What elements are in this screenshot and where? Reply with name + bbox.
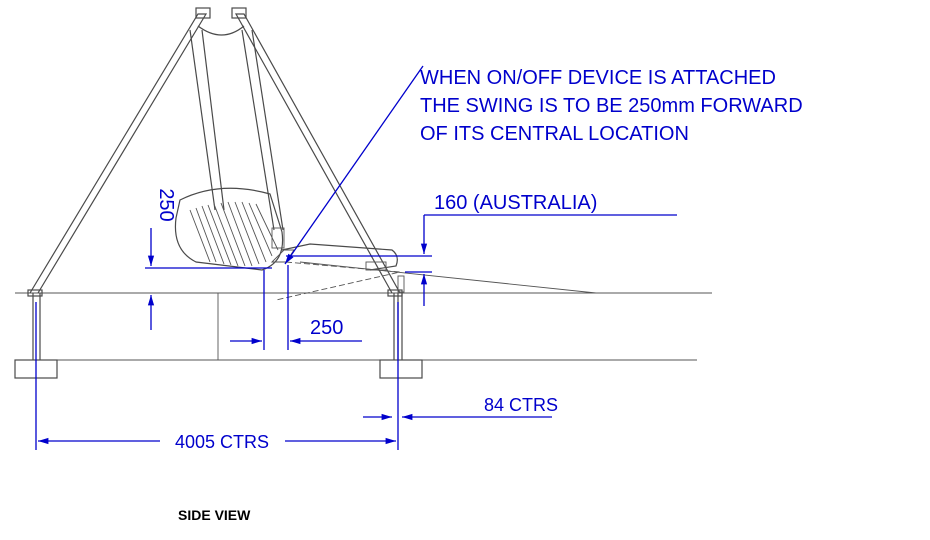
view-title: SIDE VIEW (178, 507, 251, 523)
note-leader (284, 65, 424, 265)
a-frame (27, 7, 403, 297)
top-hanger-arc (197, 25, 245, 36)
device-bracket (271, 227, 285, 249)
footings (14, 293, 423, 379)
device-stop (397, 275, 405, 293)
left-leg (29, 13, 208, 294)
note-line-2: THE SWING IS TO BE 250mm FORWARD (420, 95, 803, 117)
right-footing (379, 359, 423, 379)
note-line-1: WHEN ON/OFF DEVICE IS ATTACHED (420, 67, 776, 89)
australia-label: 160 (AUSTRALIA) (434, 192, 597, 214)
swing (174, 25, 285, 271)
rear-hanger (241, 29, 284, 231)
device-pivot (365, 261, 387, 271)
frame-span-label: 4005 CTRS (175, 432, 269, 452)
dim-frame-span: 4005 CTRS (35, 302, 399, 452)
ground-lines (15, 292, 712, 361)
seat-ribs-inner (195, 201, 273, 267)
device-ramp-line (299, 261, 597, 294)
forward-offset-label: 250 (310, 317, 343, 339)
front-hanger (189, 29, 225, 211)
left-top-bracket (195, 7, 211, 19)
dim-seat-height: 250 (145, 188, 272, 330)
on-off-device (270, 243, 597, 301)
note-block: WHEN ON/OFF DEVICE IS ATTACHED THE SWING… (420, 67, 803, 145)
post-spacing-label: 84 CTRS (484, 395, 558, 415)
right-leg (234, 13, 401, 294)
right-leg-foot (387, 289, 403, 297)
dim-forward-offset: 250 (230, 265, 362, 350)
left-leg-foot (27, 289, 43, 297)
dim-australia: 160 (AUSTRALIA) (286, 192, 677, 306)
dim-post-spacing: 84 CTRS (363, 395, 558, 421)
seat-ribs (189, 201, 279, 267)
right-top-bracket (231, 7, 247, 19)
note-line-3: OF ITS CENTRAL LOCATION (420, 123, 689, 145)
device-swing-path (275, 261, 401, 301)
seat-body (174, 187, 284, 271)
note-leader-line (284, 65, 424, 265)
seat-height-label: 250 (155, 188, 177, 221)
